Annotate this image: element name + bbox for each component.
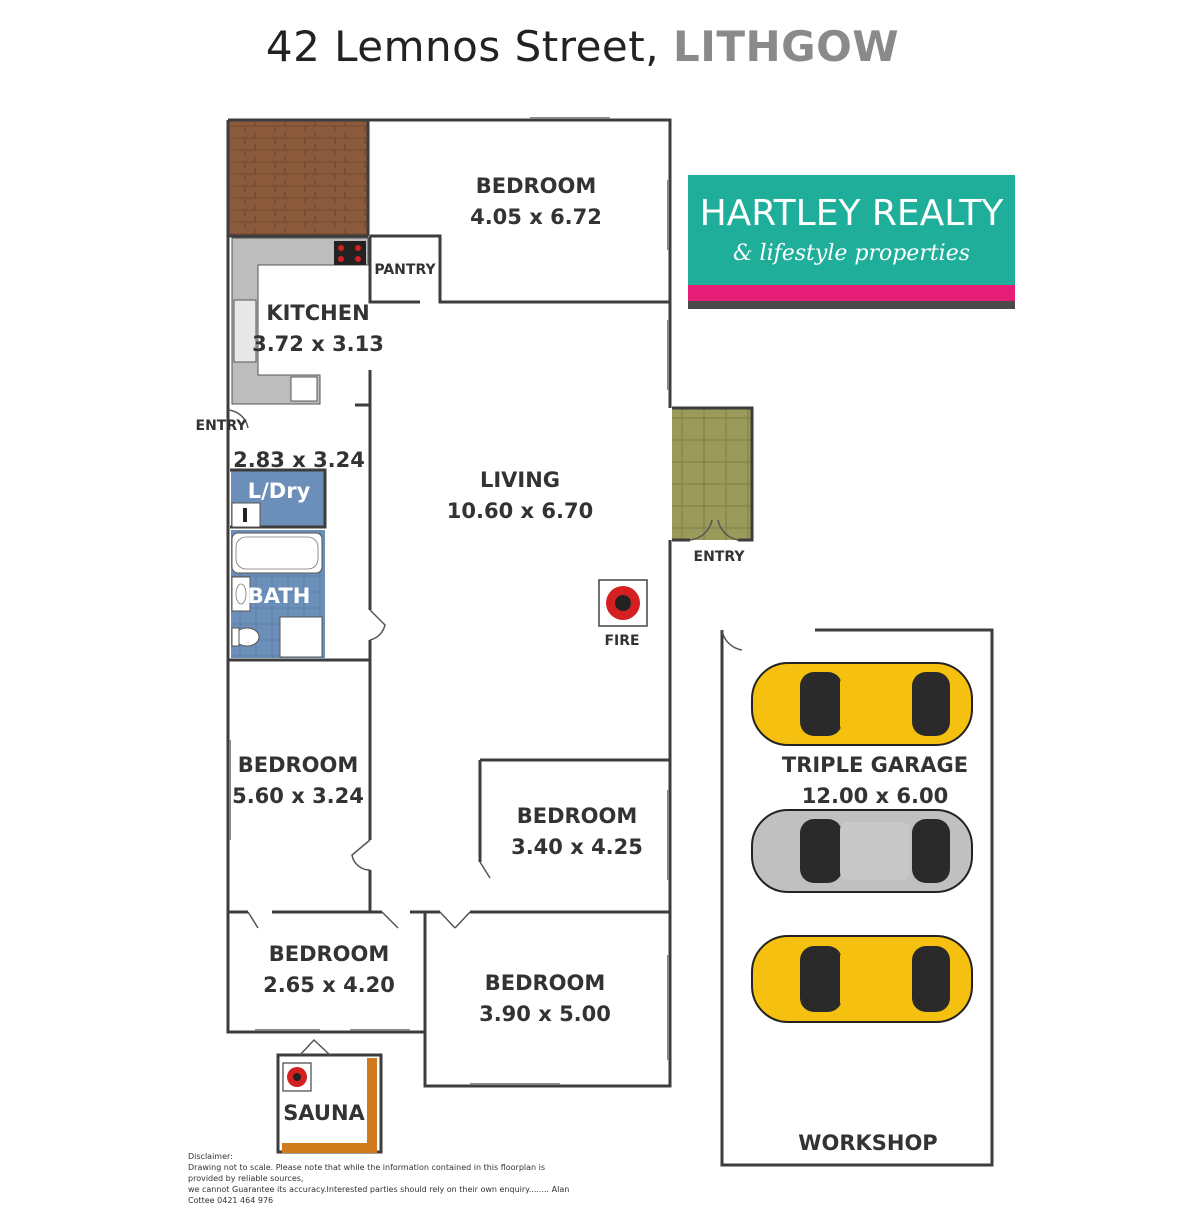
garage-name: TRIPLE GARAGE [782,753,968,777]
bedroom-small-name: BEDROOM [269,942,390,966]
bath-name: BATH [248,584,311,608]
bedroom-left-size: 5.60 x 3.24 [232,784,364,808]
fire-label: FIRE [604,633,639,649]
door-swing-bedroom [351,839,371,871]
workshop-name: WORKSHOP [798,1131,937,1155]
kitchen-name: KITCHEN [266,301,369,325]
bedroom-bottom-name: BEDROOM [485,971,606,995]
disclaimer: Disclaimer: Drawing not to scale. Please… [188,1151,578,1206]
cooktop [334,241,366,265]
agency-name: HARTLEY REALTY [699,193,1004,234]
bedroom-top-name: BEDROOM [476,174,597,198]
sauna-name: SAUNA [283,1101,365,1125]
door-swing-left-entry [227,409,249,429]
agency-tagline: & lifestyle properties [732,241,971,266]
disclaimer-line-1: Drawing not to scale. Please note that w… [188,1163,546,1183]
garage-size: 12.00 x 6.00 [802,784,948,808]
deck-area [228,120,368,236]
kitchen-sink [233,299,257,363]
entry-porch-tiles [672,408,752,540]
entry-left-label: ENTRY [196,418,248,434]
disclaimer-heading: Disclaimer: [188,1152,233,1161]
bedroom-top-size: 4.05 x 6.72 [470,205,602,229]
agency-logo: HARTLEY REALTY & lifestyle properties [688,175,1015,285]
entry-right-label: ENTRY [694,549,746,565]
garage-walls [720,628,994,1167]
logo-grey-stripe [688,301,1015,309]
car-silver [751,809,973,893]
shower [279,616,323,658]
disclaimer-line-2: we cannot Guarantee its accuracy.Interes… [188,1185,570,1205]
bedroom-left-name: BEDROOM [238,753,359,777]
bedroom-small-size: 2.65 x 4.20 [263,973,395,997]
living-size: 10.60 x 6.70 [447,499,593,523]
pantry-label: PANTRY [374,262,436,278]
house-walls [226,118,672,1088]
car-yellow-top [751,662,973,746]
kitchen-size: 3.72 x 3.13 [252,332,384,356]
logo-pink-stripe [688,285,1015,301]
door-swing-bath [369,609,386,641]
bedroom-bottom-size: 3.90 x 5.00 [479,1002,611,1026]
living-name: LIVING [480,468,560,492]
car-yellow-bottom [751,935,973,1023]
bedroom-mid-size: 3.40 x 4.25 [511,835,643,859]
bedroom-mid-name: BEDROOM [517,804,638,828]
street-address: 42 Lemnos Street, [265,22,660,71]
laundry-name: L/Dry [248,479,311,503]
fridge-space [290,376,318,402]
suburb-name: LITHGOW [672,22,900,71]
page-title: 42 Lemnos Street, LITHGOW [0,22,1165,71]
laundry-size: 2.83 x 3.24 [233,448,365,472]
